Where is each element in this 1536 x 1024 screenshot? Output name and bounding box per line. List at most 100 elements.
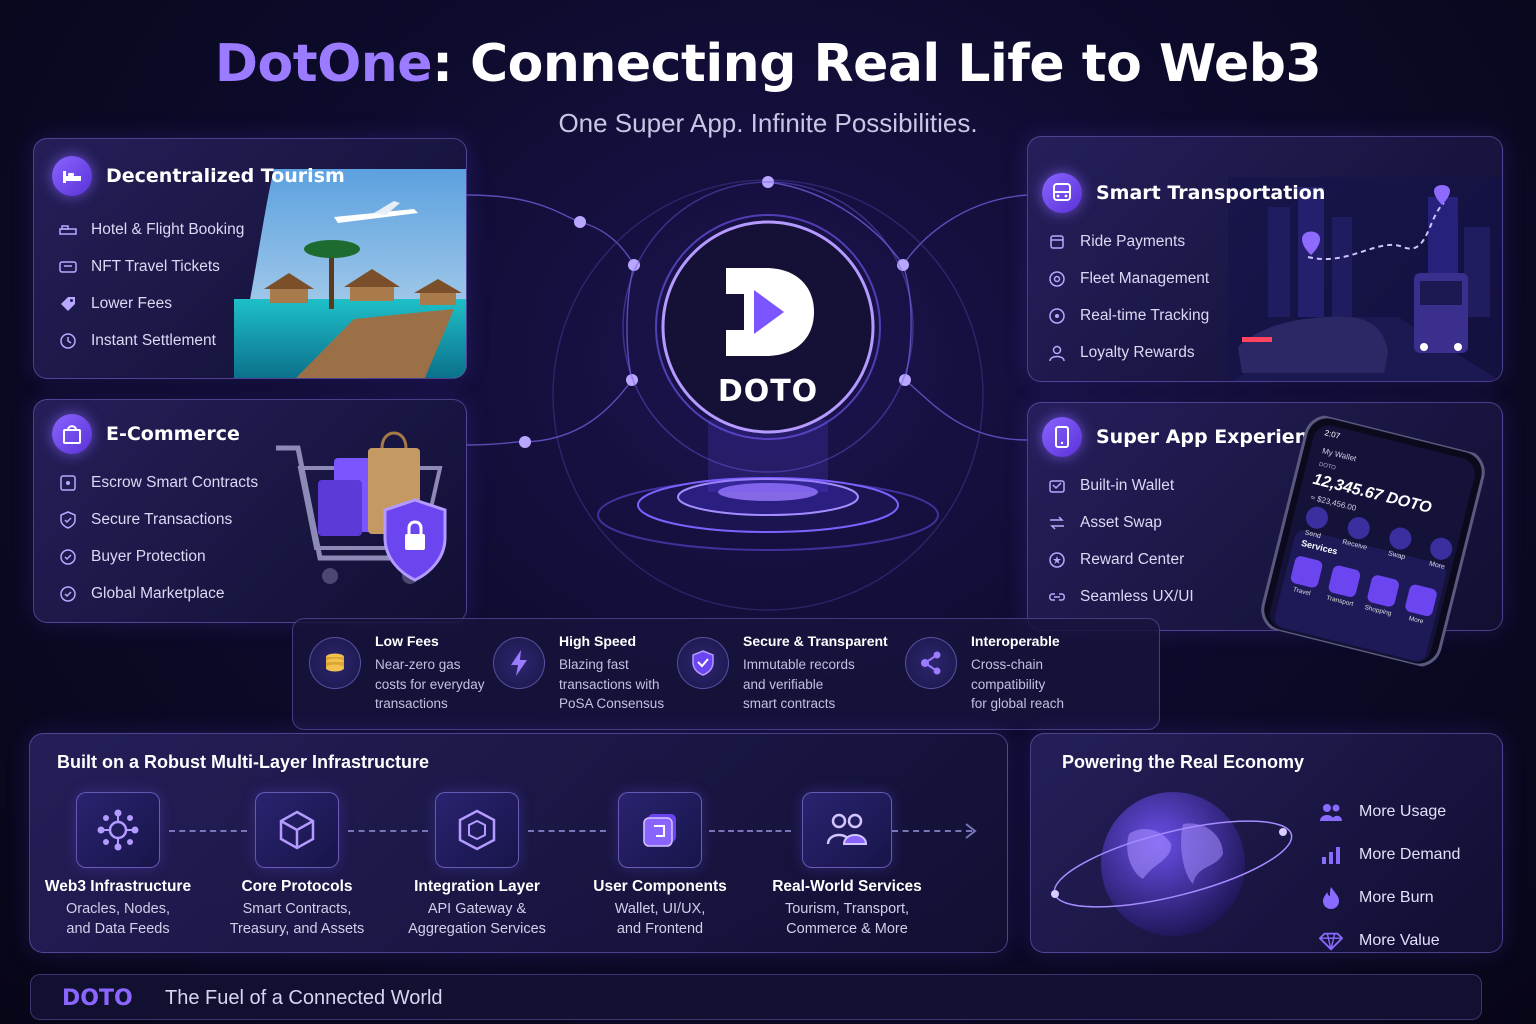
superapp-item-label: Asset Swap: [1080, 513, 1162, 531]
economy-item-label: More Usage: [1359, 802, 1447, 820]
layer-user-components: User Components Wallet, UI/UX,and Fronte…: [575, 792, 745, 939]
page-title: DotOne: Connecting Real Life to Web3: [214, 34, 1322, 94]
list-item: Hotel & Flight Booking: [59, 211, 244, 248]
list-item: Fleet Management: [1048, 260, 1209, 297]
shopping-cart-illustration: [276, 431, 447, 584]
shield-icon: [59, 548, 77, 566]
list-item: More Usage: [1319, 790, 1460, 833]
list-item: Reward Center: [1048, 541, 1194, 578]
superapp-title: Super App Experience: [1096, 426, 1333, 448]
list-item: Escrow Smart Contracts: [59, 464, 258, 501]
people-icon: [802, 792, 892, 868]
transport-item-label: Fleet Management: [1080, 269, 1210, 287]
transport-item-label: Ride Payments: [1080, 232, 1186, 250]
receive-button[interactable]: Receive: [1342, 514, 1374, 552]
network-hub-icon: [76, 792, 160, 868]
shield-check-icon: [59, 510, 77, 529]
layer-real-world: Real-World Services Tourism, Transport,C…: [762, 792, 932, 939]
layers-icon: [618, 792, 702, 868]
diamond-icon: [1319, 931, 1343, 951]
infrastructure-card: Built on a Robust Multi-Layer Infrastruc…: [29, 733, 1008, 953]
user-icon: [1048, 344, 1066, 362]
gear-icon: [1048, 270, 1066, 288]
clock-icon: [59, 332, 77, 350]
ecommerce-card: E-Commerce Escrow Smart Contracts Secure…: [33, 399, 467, 623]
list-item: NFT Travel Tickets: [59, 248, 244, 285]
superapp-item-label: Reward Center: [1080, 550, 1185, 568]
list-item: Ride Payments: [1048, 223, 1209, 260]
list-item: Buyer Protection: [59, 538, 258, 575]
list-item: Lower Fees: [59, 285, 244, 322]
layer-name: User Components: [593, 878, 727, 895]
list-item: Loyalty Rewards: [1048, 334, 1209, 371]
feature-title: Low Fees: [375, 633, 439, 649]
feature-title: Interoperable: [971, 633, 1060, 649]
layer-name: Web3 Infrastructure: [44, 878, 192, 895]
transport-item-label: Loyalty Rewards: [1080, 343, 1195, 361]
tourism-title: Decentralized Tourism: [106, 165, 345, 187]
layer-name: Core Protocols: [241, 878, 353, 895]
bed-icon: [59, 221, 77, 239]
list-item: More Value: [1319, 919, 1460, 952]
tourism-card: Decentralized Tourism Hotel & Flight Boo…: [33, 138, 467, 379]
swap-icon: [1048, 514, 1066, 532]
transport-title: Smart Transportation: [1096, 182, 1326, 204]
tourism-item-label: NFT Travel Tickets: [91, 257, 220, 275]
footer-brand: DOTO: [62, 986, 133, 1011]
feature-title: High Speed: [559, 633, 637, 649]
flame-icon: [1319, 886, 1343, 909]
bed-icon: [52, 156, 92, 196]
globe-check-icon: [59, 585, 77, 603]
layer-name: Integration Layer: [414, 878, 540, 895]
lightning-icon: [493, 637, 545, 689]
ecommerce-item-label: Escrow Smart Contracts: [91, 473, 259, 491]
layer-desc: Oracles, Nodes,and Data Feeds: [66, 901, 170, 937]
list-item: More Demand: [1319, 833, 1460, 876]
economy-card: Powering the Real Economy More Usage Mor…: [1030, 733, 1503, 953]
service-transport[interactable]: Transport: [1325, 564, 1362, 608]
tourism-item-label: Instant Settlement: [91, 331, 216, 349]
list-item: Secure Transactions: [59, 501, 258, 538]
economy-item-label: More Demand: [1359, 845, 1461, 863]
flow-arrow: [709, 830, 791, 832]
swap-button[interactable]: Swap: [1385, 525, 1415, 561]
contract-icon: [59, 474, 77, 492]
layer-integration: Integration Layer API Gateway &Aggregati…: [392, 792, 562, 939]
tourism-item-label: Hotel & Flight Booking: [91, 220, 245, 238]
bar-chart-icon: [1319, 845, 1343, 865]
ecommerce-list: Escrow Smart Contracts Secure Transactio…: [59, 464, 258, 612]
superapp-item-label: Seamless UX/UI: [1080, 587, 1194, 605]
service-shopping[interactable]: Shopping: [1363, 573, 1400, 618]
layer-desc: API Gateway &Aggregation Services: [408, 901, 546, 937]
list-item: Seamless UX/UI: [1048, 578, 1194, 615]
superapp-list: Built-in Wallet Asset Swap Reward Center…: [1048, 467, 1194, 615]
users-icon: [1319, 802, 1343, 822]
superapp-card: Super App Experience Built-in Wallet Ass…: [1027, 402, 1503, 667]
ecommerce-title: E-Commerce: [106, 423, 240, 445]
tourism-illustration: [234, 169, 466, 378]
flow-arrow: [348, 830, 428, 832]
hex-cube-icon: [435, 792, 519, 868]
ticket-icon: [59, 258, 77, 276]
shopping-bag-icon: [52, 414, 92, 454]
hub-label: DOTO: [717, 374, 819, 409]
layer-web3: Web3 Infrastructure Oracles, Nodes,and D…: [33, 792, 203, 939]
city-illustration: [1228, 177, 1502, 381]
link-icon: [1048, 588, 1066, 606]
footer-bar: DOTO The Fuel of a Connected World: [30, 974, 1482, 1020]
layer-desc: Smart Contracts,Treasury, and Assets: [229, 901, 365, 937]
transport-item-label: Real-time Tracking: [1080, 306, 1210, 324]
coins-icon: [309, 637, 361, 689]
ecommerce-item-label: Global Marketplace: [91, 584, 225, 602]
layer-desc: Tourism, Transport,Commerce & More: [784, 901, 910, 937]
layer-desc: Wallet, UI/UX,and Frontend: [614, 901, 706, 937]
economy-list: More Usage More Demand More Burn More Va…: [1319, 790, 1460, 952]
list-item: Built-in Wallet: [1048, 467, 1194, 504]
